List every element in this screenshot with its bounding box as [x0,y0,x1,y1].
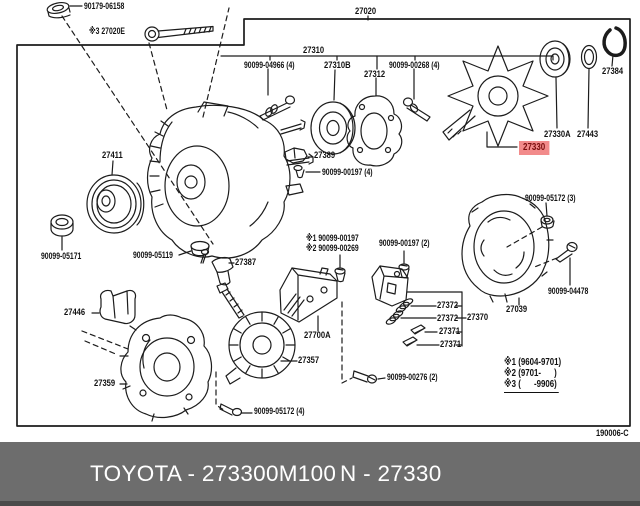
screw-00276-2-drawing [352,370,386,384]
part-label-27330a: 27330A [544,129,571,140]
part-label-27446: 27446 [64,307,86,318]
part-label-27359: 27359 [94,378,116,389]
part-label-note-00269: ※2 90099-00269 [306,243,359,254]
part-label-90099-00276-2: 90099-00276 (2) [387,372,438,383]
part-label-27387: 27387 [235,257,257,268]
rotor-27330-drawing [442,45,549,148]
screw-00268-drawing [402,97,431,122]
part-label-27384: 27384 [602,66,624,77]
part-label-90099-00268: 90099-00268 (4) [389,60,440,71]
dashed-assembly-lines [61,7,558,411]
part-label-27389: 27389 [314,150,336,161]
bracket-lines-27370 [400,291,467,347]
drawing-code: 190006-C [596,428,629,439]
screw-04966-drawing [259,95,296,121]
cover-27446-drawing [91,289,137,325]
part-label-27411: 27411 [102,150,123,161]
footnote-3: ※3 ( -9906) [504,379,559,393]
part-label-27039: 27039 [506,304,528,315]
part-label-27371-2: 27371 [440,339,462,350]
terminal-stud-drawing [216,282,245,319]
nut-05171-drawing [50,214,74,251]
frame-27359-drawing [119,314,213,422]
part-label-27700a: 27700A [304,330,331,341]
part-label-note-00197: ※1 90099-00197 [306,233,359,244]
brushes-drawing [402,324,426,347]
ring-27384-drawing [602,26,627,67]
part-label-90099-05119: 90099-05119 [133,250,173,261]
part-label-27357: 27357 [298,355,320,366]
part-label-90099-04966: 90099-04966 (4) [244,60,295,71]
footer-part-number: TOYOTA - 273300M100 [90,461,337,486]
cap-05119-drawing [178,240,210,257]
brush-holder-drawing [371,265,409,307]
coil-27357-drawing [225,311,298,385]
part-label-27020e: ※3 27020E [89,26,125,37]
part-label-27330-highlighted: 27330 [519,141,550,155]
part-label-27443: 27443 [577,129,599,140]
screw-00197-2-drawing [398,250,410,279]
bolt-04478-drawing [555,241,578,286]
rectifier-27700a-drawing [279,267,338,332]
part-label-90099-00197-2: 90099-00197 (2) [379,238,430,249]
footer-bar: TOYOTA - 273300M100 N - 27330 [0,442,640,506]
part-label-90099-05172-3: 90099-05172 (3) [525,193,576,204]
brush-springs-drawing [385,298,414,325]
part-label-27020: 27020 [355,6,377,17]
retainer-27330a-drawing [580,44,598,129]
rear-cover-27039-drawing [461,193,554,306]
bearing-27443-drawing [539,40,571,129]
footnote-1: ※1 (9604-9701) [504,356,562,368]
part-label-90099-04478: 90099-04478 [548,286,589,297]
part-label-90099-05172-4: 90099-05172 (4) [254,406,305,417]
footer-bottom-edge [0,501,640,506]
part-label-27312: 27312 [364,69,386,80]
part-label-90179-06158: 90179-06158 [84,1,125,12]
screw-05172-4-drawing [219,403,253,417]
diagram-line-art [16,2,631,427]
part-label-90099-05171: 90099-05171 [41,251,82,262]
part-label-27310b: 27310B [324,60,351,71]
bearing-27310b-drawing [310,101,356,155]
diagram-frame [16,15,631,427]
part-label-27372-1: 27372 [437,300,459,311]
nut-90179-drawing [46,2,83,19]
bolt-27020e-drawing [144,25,214,42]
note-screw-drawing [334,254,346,283]
part-label-27370: 27370 [467,312,489,323]
pulley-27411-drawing [86,160,145,234]
plate-27312-drawing [346,95,403,167]
footnote-2: ※2 (9701- ) [504,367,557,379]
nut-05172-3-drawing [540,202,555,229]
insulator-27387-drawing [211,256,235,286]
footer-fig-number: N - 27330 [340,461,442,486]
bracket-line-27310 [220,55,554,101]
part-27389-drawing [284,147,321,179]
part-label-90099-00197-4: 90099-00197 (4) [322,167,373,178]
part-label-27310: 27310 [303,45,325,56]
part-label-27372-2: 27372 [437,313,459,324]
part-label-27371-1: 27371 [439,326,461,337]
